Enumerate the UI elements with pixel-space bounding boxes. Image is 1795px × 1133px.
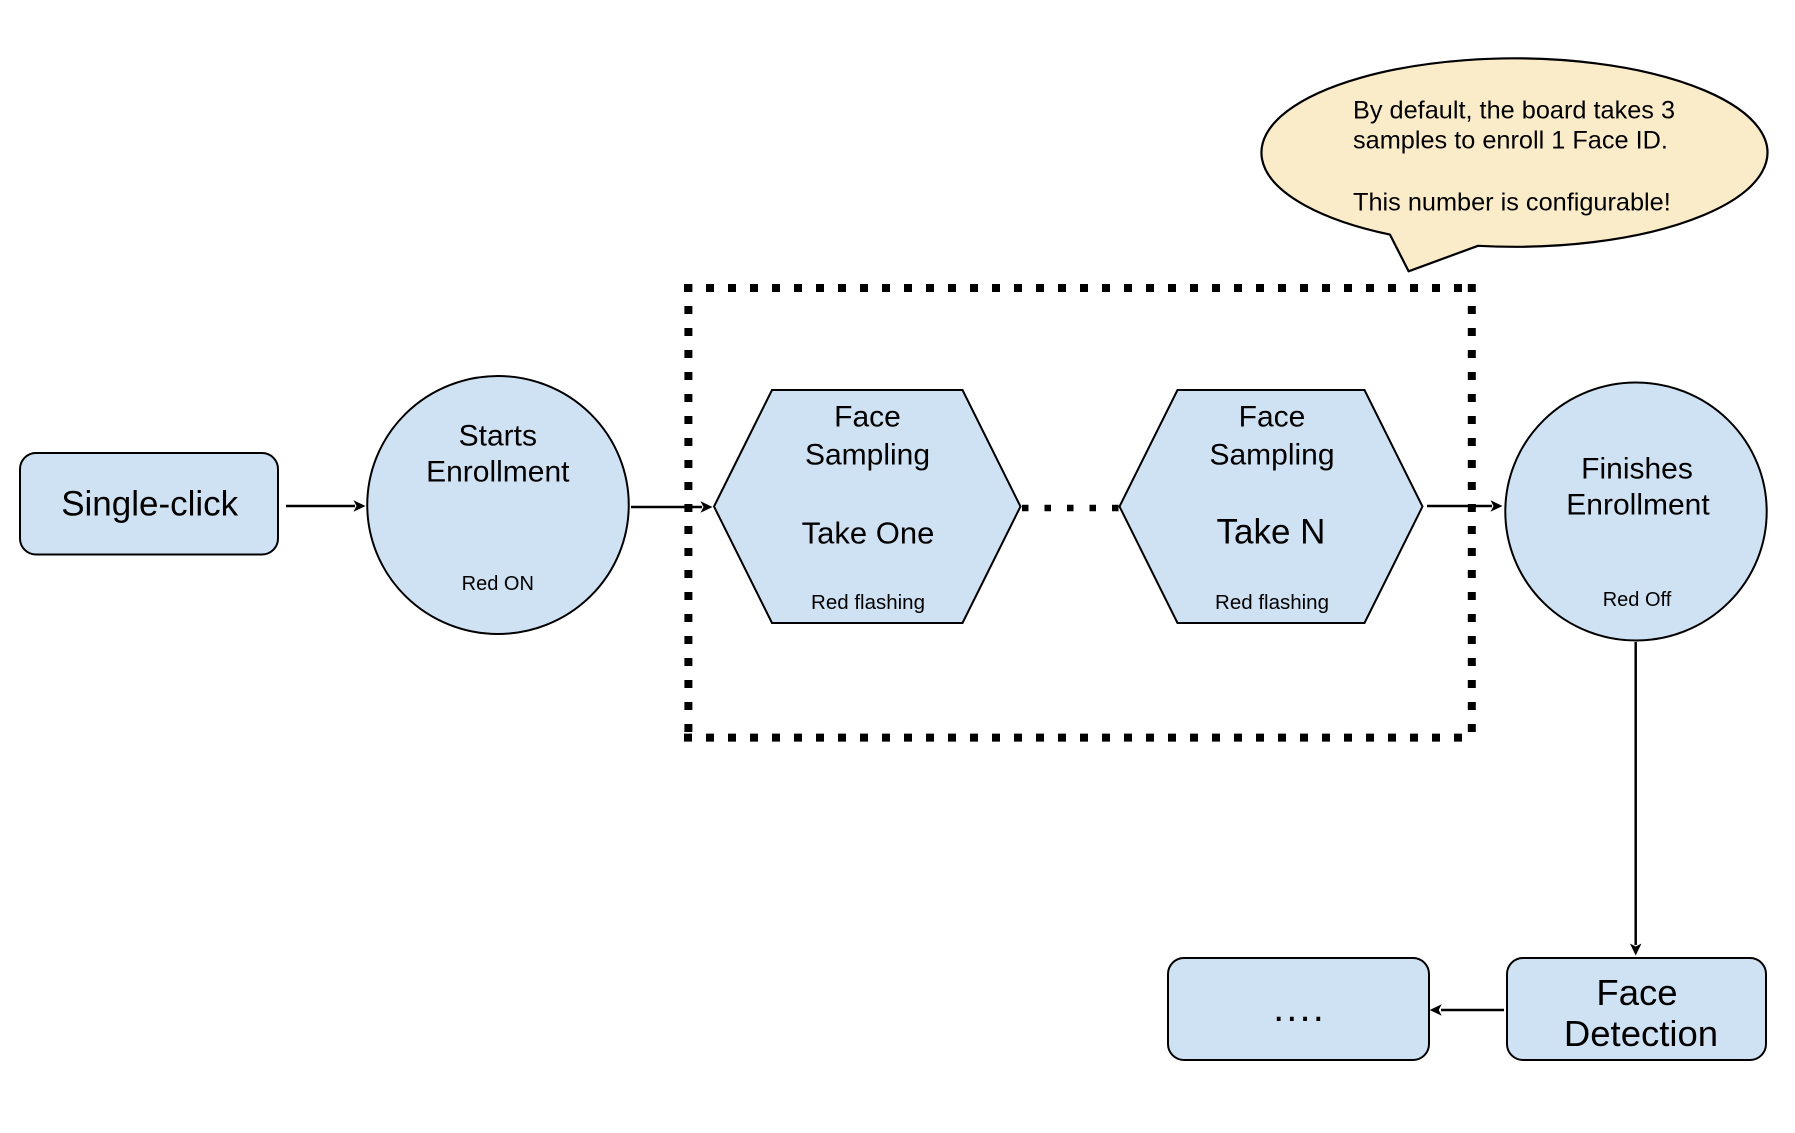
svg-text:Red flashing: Red flashing (1215, 591, 1329, 614)
svg-text:....: .... (1273, 986, 1326, 1030)
svg-text:Take N: Take N (1217, 513, 1326, 552)
svg-text:Face: Face (1596, 972, 1677, 1013)
svg-text:Starts: Starts (459, 419, 537, 452)
svg-text:samples to enroll 1 Face ID.: samples to enroll 1 Face ID. (1353, 127, 1668, 155)
svg-text:Sampling: Sampling (805, 438, 930, 471)
svg-text:By default, the board takes 3: By default, the board takes 3 (1353, 96, 1675, 124)
svg-text:Red Off: Red Off (1603, 589, 1672, 611)
svg-text:This number is configurable!: This number is configurable! (1353, 188, 1671, 216)
svg-text:Sampling: Sampling (1209, 438, 1334, 471)
svg-text:Detection: Detection (1564, 1013, 1718, 1054)
svg-text:Single-click: Single-click (61, 484, 238, 523)
svg-text:Enrollment: Enrollment (426, 455, 570, 488)
svg-text:Enrollment: Enrollment (1566, 488, 1710, 521)
svg-text:Finishes: Finishes (1581, 452, 1693, 485)
svg-text:Face: Face (1239, 400, 1306, 433)
svg-text:Take One: Take One (802, 516, 935, 551)
svg-text:Red ON: Red ON (462, 573, 534, 595)
svg-text:Face: Face (834, 400, 901, 433)
svg-text:Red flashing: Red flashing (811, 591, 925, 614)
